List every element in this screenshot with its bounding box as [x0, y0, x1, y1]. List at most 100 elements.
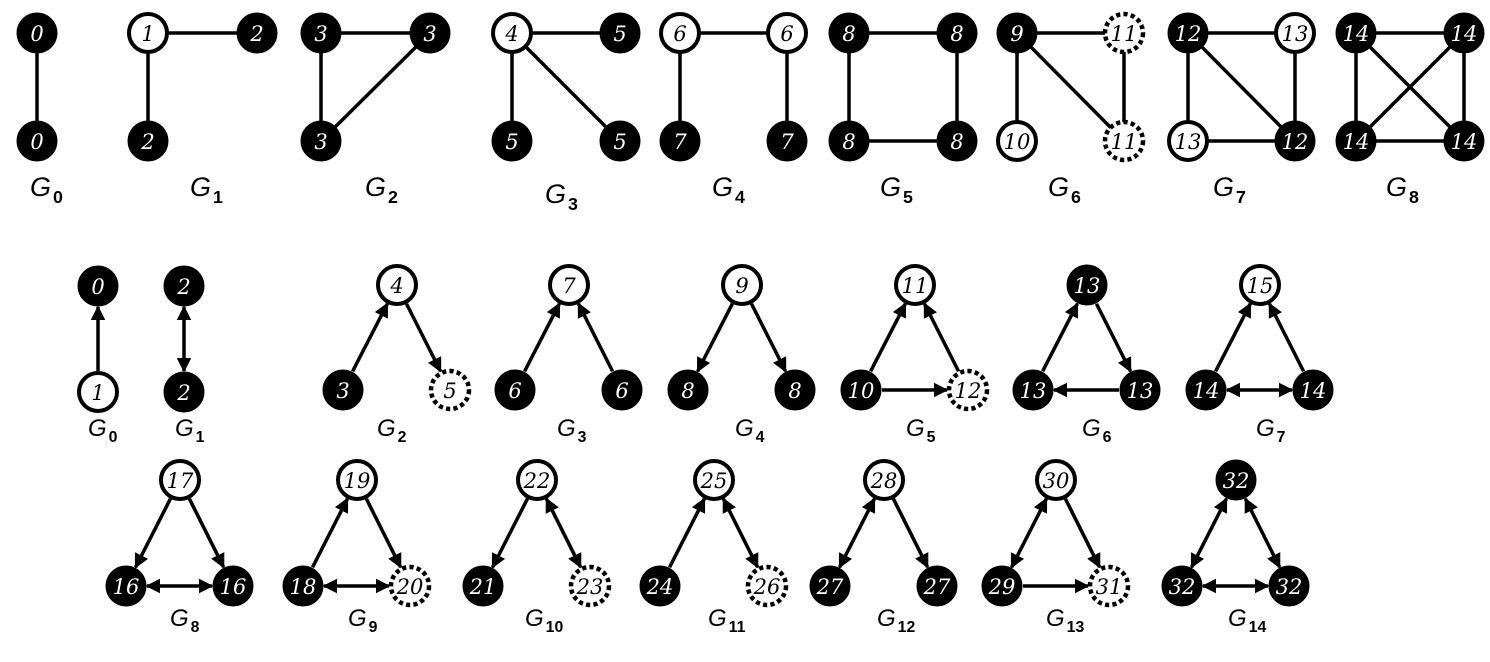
graph-node: 3 — [300, 120, 342, 162]
node-label: 20 — [396, 575, 424, 599]
node-label: 3 — [314, 130, 327, 154]
graph-node: 19 — [336, 459, 378, 501]
black-node-circle — [300, 120, 342, 162]
black-node-circle — [1443, 12, 1485, 54]
directed-edge — [696, 302, 734, 373]
graph-label-letter: G — [906, 415, 925, 442]
graph-node: 12 — [1274, 120, 1316, 162]
graph-node: 6 — [766, 12, 808, 54]
graph-node: 2 — [236, 12, 278, 54]
node-label: 26 — [753, 575, 781, 599]
graph-label-letter: G — [525, 605, 544, 632]
node-label: 10 — [848, 379, 875, 403]
edge — [331, 43, 420, 131]
graph-node: 14 — [1335, 120, 1377, 162]
black-node-circle — [828, 12, 870, 54]
graph-node: 28 — [863, 459, 905, 501]
black-node-circle — [1167, 12, 1209, 54]
graph-node: 25 — [693, 459, 735, 501]
graph-node: 8 — [936, 120, 978, 162]
white-node-circle — [996, 120, 1038, 162]
black-node-circle — [163, 265, 205, 307]
graph-label-letter: G — [557, 415, 576, 442]
node-label: 14 — [1193, 379, 1220, 403]
node-label: 32 — [1223, 469, 1250, 493]
node-label: 2 — [176, 381, 190, 405]
black-node-circle — [236, 12, 278, 54]
graph-label-subscript: 1 — [196, 429, 205, 446]
graph-label-letter: G — [1046, 605, 1065, 632]
graph-label-letter: G — [1228, 605, 1247, 632]
graph-node: 14 — [1443, 12, 1485, 54]
black-node-circle — [766, 120, 808, 162]
directed-edge — [667, 497, 707, 569]
node-label: 5 — [613, 130, 626, 154]
graph-label-subscript: 14 — [1249, 619, 1267, 636]
directed-edge — [721, 497, 760, 569]
graph-node: 30 — [1035, 459, 1077, 501]
graph-node: 13 — [1012, 369, 1054, 411]
black-node-circle — [494, 369, 536, 411]
black-node-circle — [1161, 565, 1203, 607]
black-node-circle — [16, 120, 58, 162]
graph-node: 9 — [721, 264, 763, 306]
graph-label-letter: G — [1386, 172, 1407, 202]
node-label: 13 — [1020, 379, 1047, 403]
node-label: 1 — [141, 22, 154, 46]
node-label: 16 — [113, 575, 140, 599]
node-label: 5 — [443, 379, 456, 403]
graph-label-subscript: 3 — [568, 194, 578, 214]
graph-node: 29 — [981, 565, 1023, 607]
node-label: 24 — [646, 575, 674, 599]
graph-label-letter: G — [190, 172, 211, 202]
node-label: 27 — [923, 575, 951, 599]
node-label: 8 — [842, 22, 855, 46]
node-label: 8 — [681, 379, 694, 403]
directed-edge — [1214, 302, 1252, 373]
directed-edge — [1009, 497, 1049, 569]
graph-label-letter: G — [880, 172, 901, 202]
graph-node: 13 — [1119, 369, 1161, 411]
graph-node: 10 — [996, 120, 1038, 162]
directed-edge — [576, 302, 615, 373]
graph-node: 3 — [300, 12, 342, 54]
white-node-circle — [659, 12, 701, 54]
graph-label-subscript: 9 — [369, 619, 378, 636]
black-node-circle — [996, 12, 1038, 54]
node-label: 28 — [870, 469, 898, 493]
node-label: 4 — [389, 274, 403, 298]
graph-node: 27 — [809, 565, 851, 607]
graph-label-subscript: 6 — [1071, 187, 1081, 207]
dashed-node-circle — [1087, 564, 1131, 608]
graph-node: 12 — [1167, 12, 1209, 54]
black-node-circle — [1066, 264, 1108, 306]
graph-label-subscript: 8 — [1409, 187, 1419, 207]
graph-node: 18 — [282, 565, 324, 607]
node-label: 9 — [735, 274, 748, 298]
graph-node: 16 — [212, 565, 254, 607]
edge — [1198, 43, 1285, 131]
node-label: 2 — [249, 22, 263, 46]
graph-label-letter: G — [708, 605, 727, 632]
directed-edge — [1063, 498, 1102, 569]
black-node-circle — [16, 12, 58, 54]
graph-node: 13 — [1274, 12, 1316, 54]
node-label: 11 — [1111, 22, 1138, 46]
node-label: 27 — [816, 575, 844, 599]
graph-node: 14 — [1443, 120, 1485, 162]
white-node-circle — [721, 264, 763, 306]
graph-node: 32 — [1161, 565, 1203, 607]
black-node-circle — [659, 120, 701, 162]
white-node-circle — [863, 459, 905, 501]
graph-label-subscript: 12 — [898, 619, 916, 636]
black-node-circle — [667, 369, 709, 411]
graph-node: 11 — [1102, 119, 1146, 163]
graph-node: 14 — [1335, 12, 1377, 54]
